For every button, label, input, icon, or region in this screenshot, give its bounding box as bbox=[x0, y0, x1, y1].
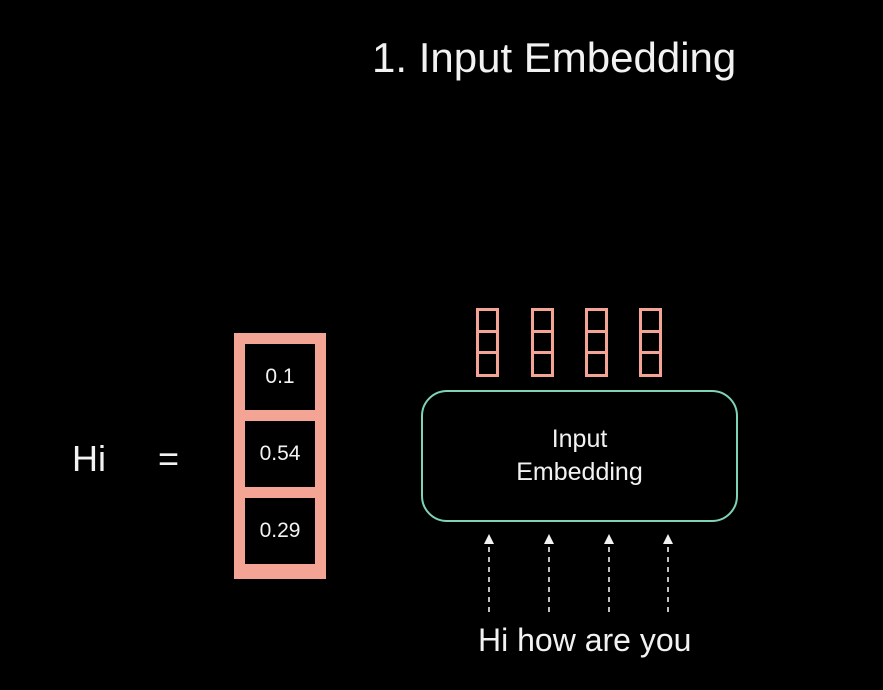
block-label-line1: Input bbox=[551, 425, 608, 453]
vector-cell: 0.29 bbox=[245, 498, 315, 564]
vector-cell: 0.54 bbox=[245, 421, 315, 487]
dashed-up-arrow-icon bbox=[604, 534, 614, 612]
dashed-up-arrow-icon bbox=[663, 534, 673, 612]
token-word: Hi bbox=[72, 438, 106, 479]
block-label-line2: Embedding bbox=[516, 458, 643, 486]
vector-value: 0.1 bbox=[265, 365, 295, 388]
dashed-up-arrow-icon bbox=[544, 534, 554, 612]
dashed-up-arrow-icon bbox=[484, 534, 494, 612]
output-vector-icon bbox=[476, 308, 499, 377]
input-arrows bbox=[484, 534, 673, 612]
output-vector-icon bbox=[639, 308, 662, 377]
vector-cell: 0.1 bbox=[245, 344, 315, 410]
slide-title: 1. Input Embedding bbox=[372, 34, 737, 81]
input-sentence: Hi how are you bbox=[478, 622, 692, 658]
output-vector-icon bbox=[585, 308, 608, 377]
embedding-vector: 0.1 0.54 0.29 bbox=[234, 333, 326, 579]
output-vector-icon bbox=[531, 308, 554, 377]
vector-value: 0.54 bbox=[259, 442, 301, 465]
vector-value: 0.29 bbox=[259, 519, 301, 542]
input-embedding-block: Input Embedding bbox=[421, 390, 738, 522]
equals-sign: = bbox=[158, 438, 180, 479]
